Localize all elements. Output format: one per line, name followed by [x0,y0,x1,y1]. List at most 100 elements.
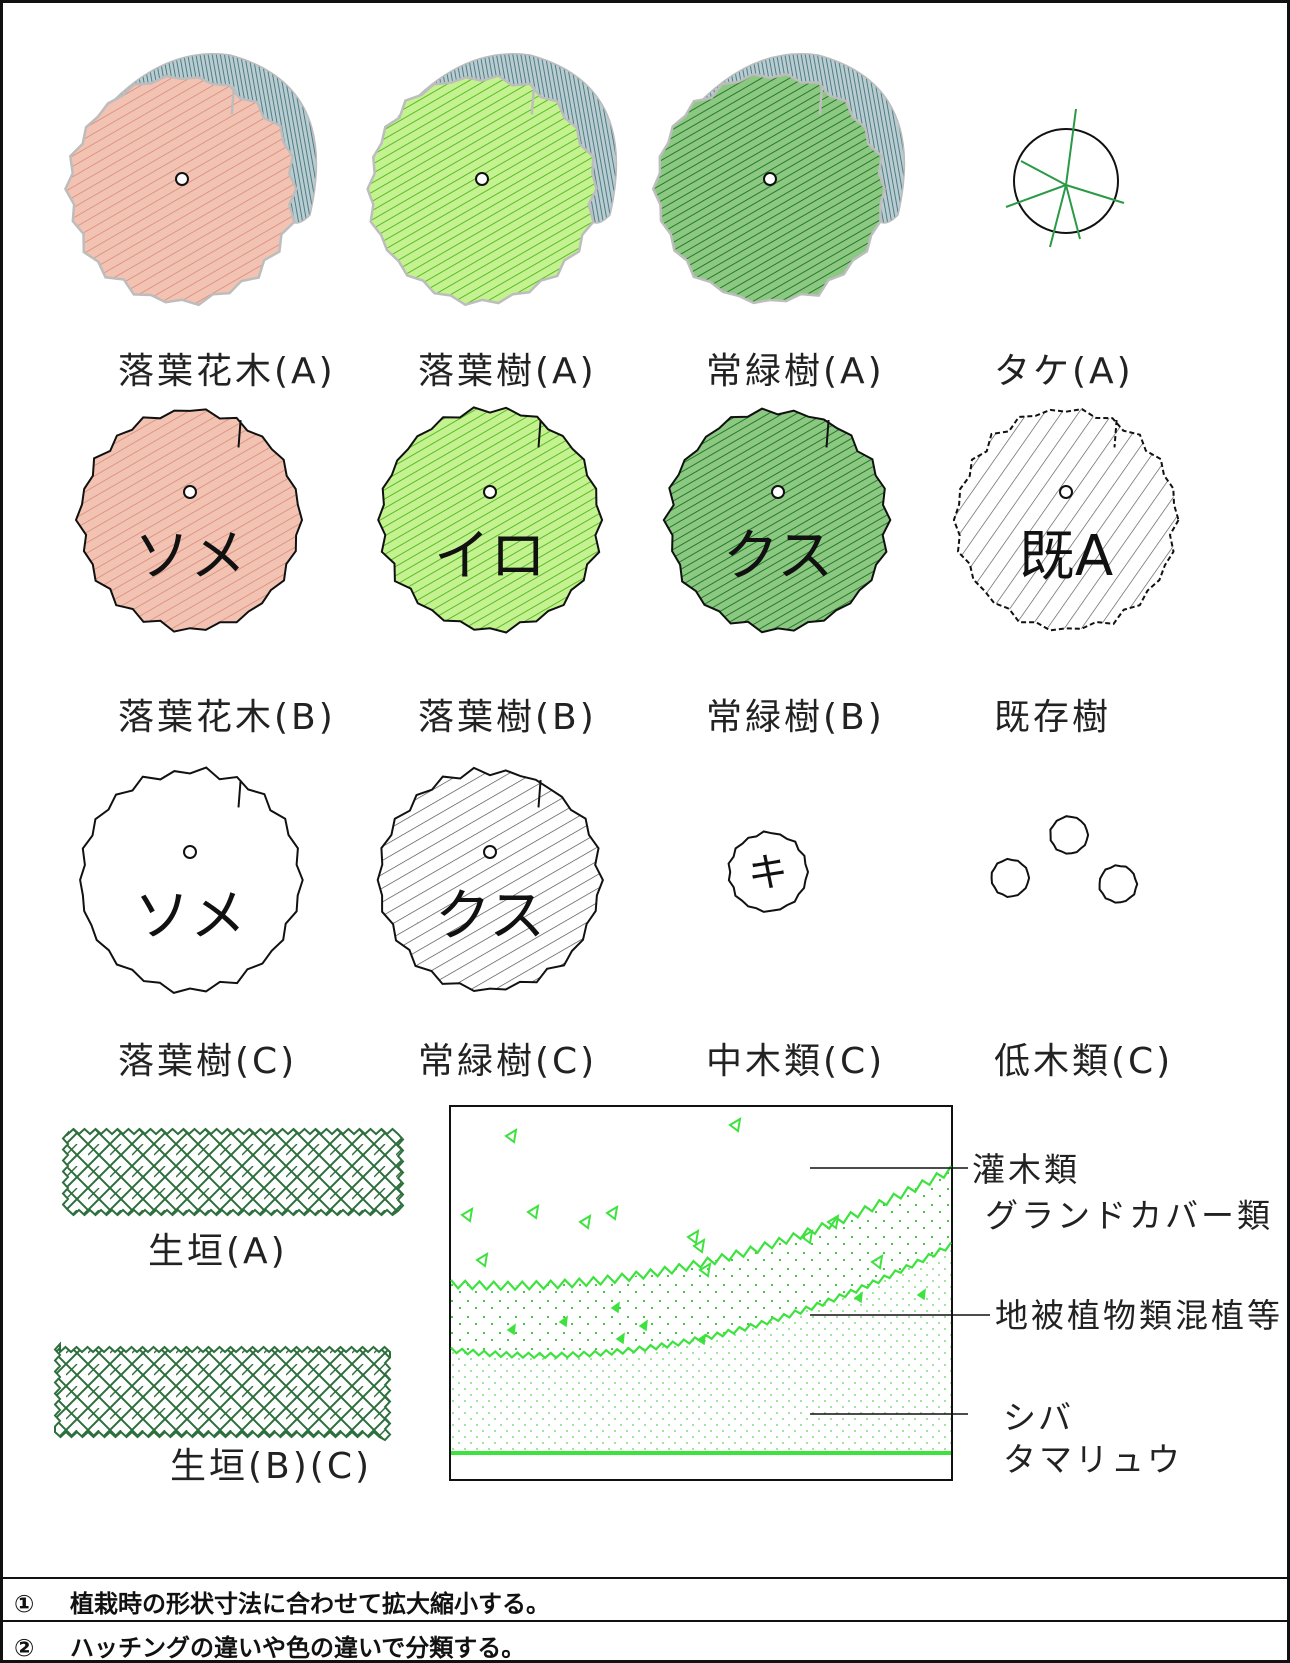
tree-symbol-8: 既A [952,408,1180,632]
trunk-mark [183,485,197,499]
label-groundcover: グランドカバー類 [985,1196,1273,1235]
label-shrubs: 灌木類 [972,1150,1080,1189]
tree-symbol-5: ソメ [74,408,304,633]
tree-label-3: 常緑樹(A) [706,351,885,392]
tree-crown [376,766,604,993]
tree-label-8: 既存樹 [994,697,1112,738]
tree-label-7: 常緑樹(B) [706,697,885,738]
shrub-outline [1098,864,1139,904]
shrub-triangle [504,1128,518,1144]
groundcover-mark [916,1288,926,1301]
trunk-mark [483,845,497,859]
shrub-triangle [870,1254,884,1270]
trunk-mark [763,172,777,186]
groundcover-mark [615,1332,625,1345]
groundcover-mark [558,1315,568,1328]
trunk-mark [1059,485,1073,499]
shrub-triangle [826,1214,840,1230]
tree-label-12: 低木類(C) [994,1041,1174,1082]
bamboo-line [1065,108,1077,186]
tree-symbol-7: クス [662,407,892,634]
tree-symbol-12 [990,815,1139,904]
tree-symbols: ソメイロクス既Aソメクスキ [63,53,1180,994]
tree-code: クス [723,524,833,589]
groundcover-mark [696,1333,706,1346]
tree-label-11: 中木類(C) [706,1041,886,1082]
tree-crown [79,766,304,994]
tree-symbol-2 [366,53,618,307]
shrub-triangle [605,1205,619,1221]
tree-label-10: 常緑樹(C) [418,1041,598,1082]
note-2: ② ハッチングの違いや色の違いで分類する。 [14,1628,525,1663]
tree-code: ソメ [134,884,246,949]
tree-symbol-9: ソメ [79,766,304,994]
tree-label-9: 落葉樹(C) [118,1041,298,1082]
note-1-text: 植栽時の形状寸法に合わせて拡大縮小する。 [70,1590,550,1618]
hedge-label-bc: 生垣(B)(C) [170,1446,373,1487]
shrub-triangle [526,1204,540,1220]
tree-code: キ [748,850,788,896]
label-tamaryu: タマリュウ [1003,1440,1183,1479]
label-shiba: シバ [1003,1398,1075,1437]
shrub-triangle [578,1214,592,1230]
groundcover-mark [638,1319,648,1332]
tree-symbol-11: キ [727,830,810,913]
note-1: ① 植栽時の形状寸法に合わせて拡大縮小する。 [14,1584,550,1619]
tree-crown [74,408,304,633]
tree-code: クス [435,884,545,949]
tree-symbol-10: クス [376,766,604,993]
tree-label-2: 落葉樹(A) [418,351,597,392]
tree-crown [377,406,604,634]
tree-label-6: 落葉樹(B) [418,697,597,738]
tree-symbol-1 [63,53,318,307]
hedge-bc-symbol [53,1341,392,1442]
shrub-triangle [698,1262,712,1278]
groundcover-mark [853,1291,863,1304]
tree-crown [651,72,886,305]
shrub-triangle [686,1229,700,1245]
trunk-mark [483,485,497,499]
shrub-boundary [450,1165,952,1292]
bamboo-line [1005,184,1067,208]
shrub-outline [1049,815,1090,855]
shrub-triangle [800,1229,814,1245]
groundcover-mark [506,1323,516,1336]
shrub-triangle [728,1117,742,1133]
tree-crown [662,407,892,634]
trunk-mark [183,845,197,859]
shrub-marks [460,1117,926,1346]
tree-crown [63,74,298,307]
note-1-number: ① [14,1590,35,1618]
hedge-label-a: 生垣(A) [148,1231,288,1272]
bamboo-line [1065,184,1081,240]
tree-label-5: 落葉花木(B) [118,697,336,738]
note-2-number: ② [14,1634,35,1662]
note-2-text: ハッチングの違いや色の違いで分類する。 [70,1634,526,1662]
trunk-mark [475,172,489,186]
turf-zone [451,1245,951,1453]
tree-label-1: 落葉花木(A) [118,351,336,392]
groundcover-mark [610,1301,620,1314]
tree-label-4: タケ(A) [994,351,1134,392]
trunk-mark [175,172,189,186]
tree-crown [952,408,1180,632]
tree-code: ソメ [134,524,246,589]
small-tree-outline [727,830,810,913]
tree-code: イロ [434,524,546,589]
shrub-outline [990,857,1031,899]
tree-code: 既A [1019,524,1113,589]
tree-symbol-6: イロ [377,406,604,634]
trunk-mark [771,485,785,499]
label-mixed-groundcover: 地被植物類混植等 [995,1296,1283,1335]
bamboo-line [1065,184,1125,204]
shrub-triangle [460,1207,474,1223]
hedge-a-symbol [61,1127,405,1217]
groundcover-mix-zone [451,1170,951,1356]
tree-symbol-3 [651,53,906,305]
tree-crown [366,74,598,307]
bamboo-line [1020,160,1067,186]
ground-cover-diagram [449,1105,990,1481]
shrub-triangle [692,1238,706,1254]
tree-symbol-4 [1005,108,1125,248]
